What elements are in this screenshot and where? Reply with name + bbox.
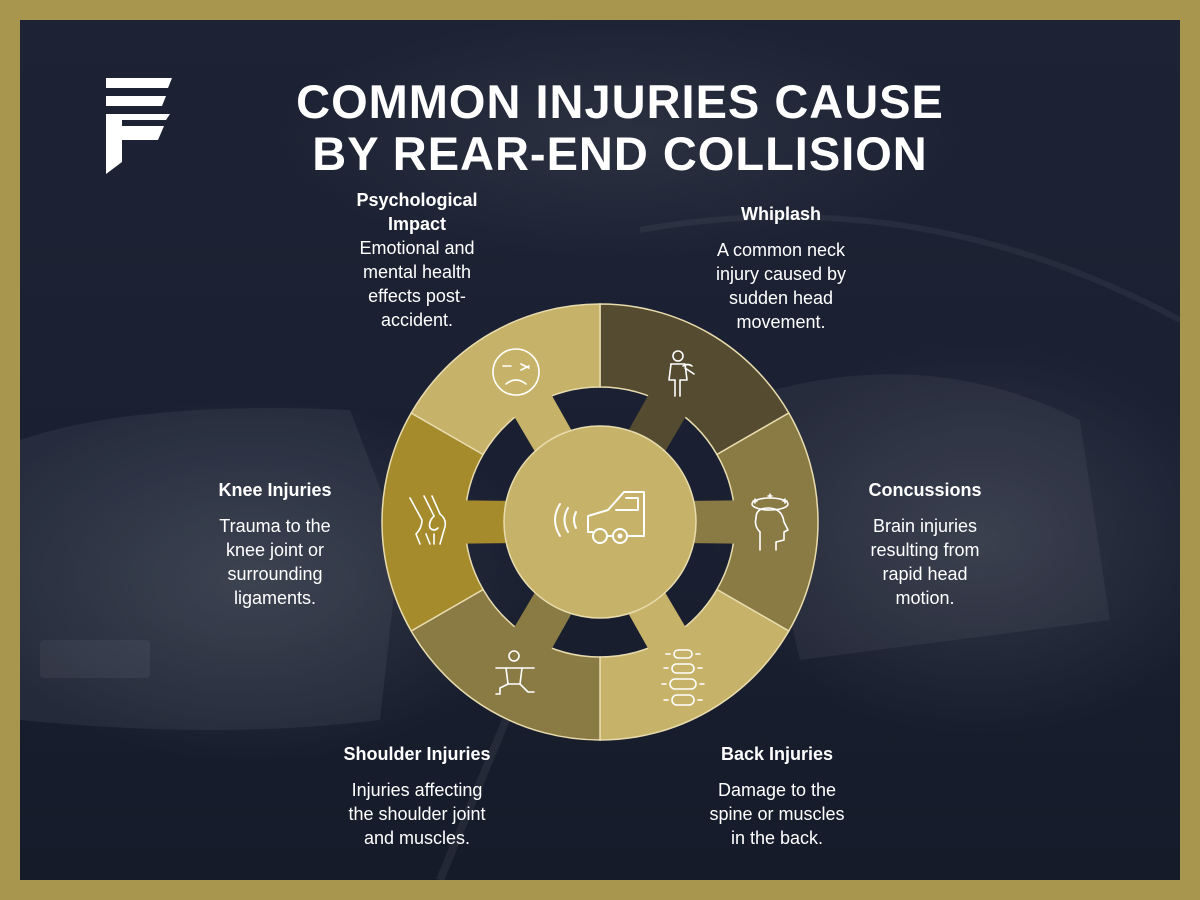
description-line: rapid head (882, 564, 968, 584)
wheel-spoke-concussions (691, 500, 737, 544)
description-line: in the back. (730, 828, 824, 848)
page-title: COMMON INJURIES CAUSE BY REAR-END COLLIS… (220, 76, 1020, 180)
person-neck-pain-icon (668, 350, 695, 397)
label-description: Trauma to the knee joint or surrounding … (170, 514, 380, 610)
description-line: accident. (380, 310, 454, 330)
head-dizzy-icon (751, 493, 789, 551)
wheel-center (503, 425, 697, 619)
label-title: Psychological Impact (312, 188, 522, 236)
label-description: Emotional and mental health effects post… (312, 236, 522, 332)
description-line: resulting from (870, 540, 980, 560)
description-line: motion. (895, 588, 955, 608)
description-line: Injuries affecting (351, 780, 483, 800)
label-shoulder-injuries: Shoulder Injuries Injuries affecting the… (312, 742, 522, 850)
injury-wheel-diagram (381, 303, 819, 741)
label-back-injuries: Back Injuries Damage to the spine or mus… (672, 742, 882, 850)
description-line: sudden head (728, 288, 834, 308)
title-line-2: BY REAR-END COLLISION (312, 127, 928, 180)
title-line-1: COMMON INJURIES CAUSE (296, 75, 944, 128)
description-line: knee joint or (225, 540, 325, 560)
description-line: movement. (736, 312, 826, 332)
label-title: Knee Injuries (218, 480, 332, 500)
label-psychological-impact: Psychological Impact Emotional and menta… (312, 188, 522, 332)
description-line: Damage to the (717, 780, 837, 800)
description-line: Brain injuries (872, 516, 978, 536)
firm-logo-icon (106, 78, 172, 174)
label-concussions: Concussions Brain injuries resulting fro… (820, 478, 1030, 610)
title-line: Impact (387, 214, 447, 234)
label-title: Back Injuries (720, 744, 834, 764)
label-knee-injuries: Knee Injuries Trauma to the knee joint o… (170, 478, 380, 610)
description-line: and muscles. (363, 828, 471, 848)
infographic-panel: COMMON INJURIES CAUSE BY REAR-END COLLIS… (20, 20, 1180, 880)
description-line: effects post- (368, 286, 466, 306)
description-line: injury caused by (715, 264, 847, 284)
title-line: Psychological (356, 190, 478, 210)
label-whiplash: Whiplash A common neck injury caused by … (676, 202, 886, 334)
spine-icon (661, 649, 705, 706)
description-line: A common neck (716, 240, 846, 260)
description-line: surrounding (227, 564, 323, 584)
label-description: Injuries affecting the shoulder joint an… (312, 778, 522, 850)
description-line: ligaments. (233, 588, 317, 608)
wheel-segment-psychological (410, 303, 601, 456)
label-title: Concussions (868, 480, 982, 500)
label-title: Whiplash (741, 204, 821, 224)
description-line: Emotional and (359, 238, 475, 258)
description-line: Trauma to the (219, 516, 331, 536)
label-description: Damage to the spine or muscles in the ba… (672, 778, 882, 850)
description-line: spine or muscles (709, 804, 845, 824)
label-title: Shoulder Injuries (343, 744, 491, 764)
sad-face-icon (492, 348, 540, 396)
knee-joint-icon (409, 495, 447, 545)
car-collision-icon (554, 491, 645, 544)
description-line: mental health (362, 262, 472, 282)
person-stretch-icon (495, 650, 535, 695)
description-line: the shoulder joint (348, 804, 486, 824)
wheel-spoke-knee (463, 500, 509, 544)
label-description: Brain injuries resulting from rapid head… (820, 514, 1030, 610)
label-description: A common neck injury caused by sudden he… (676, 238, 886, 334)
background-crash-photo (20, 213, 1180, 880)
